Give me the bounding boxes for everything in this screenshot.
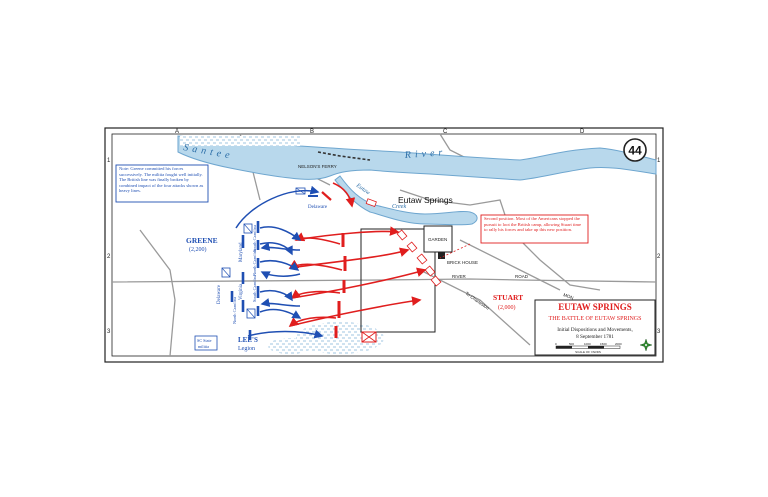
eutaw-creek [334,175,478,226]
grid-col-a: A [175,129,179,135]
label-delaware-left: Delaware [217,284,222,304]
label-virginia: Virginia [239,283,244,300]
scale-tick-0: 0 [555,342,557,346]
label-eutaw-springs: Eutaw Springs [398,195,453,205]
label-north-carolina-2: North Carolina [232,297,237,324]
grid-row-3-left: 3 [107,329,111,335]
label-delaware-top: Delaware [308,205,328,210]
label-eutaw-creek-2: Creek [392,204,406,210]
label-nelsons-ferry: NELSON'S FERRY [298,164,337,169]
label-brick-house: BRICK HOUSE [447,260,478,265]
label-river-road-2: ROAD [515,274,529,279]
label-legion: Legion [238,346,255,352]
label-garden: GARDEN [428,237,447,242]
note-box-red [480,214,589,244]
label-stuart: STUART [493,293,523,302]
scale-label: SCALE OF YARDS [575,350,601,354]
compass-icon [639,338,653,352]
grid-row-1-left: 1 [107,158,111,164]
santee-river [177,135,657,181]
label-north-carolina-1: North Carolina [252,249,257,276]
map-inner-frame [111,133,657,357]
label-stuart-strength: (2,000) [498,304,516,311]
marsh-top [180,136,300,146]
map-number-badge [623,138,647,162]
label-south-carolina-1: South Carolina [252,225,257,252]
grid-row-2-right: 2 [657,254,661,260]
legend-title: EUTAW SPRINGS [558,302,631,312]
scale-tick-3: 1500 [600,342,607,346]
british-skirmish-top [321,191,332,201]
legend-line4: 8 September 1781 [576,334,614,340]
label-river: River [403,147,446,161]
map-number: 44 [628,144,642,158]
label-lees: LEE'S [238,336,258,344]
grid-col-c: C [443,129,448,135]
sc-militia-box [194,335,218,351]
note-text-red: Second position. Most of the Americans s… [484,216,582,233]
scale-tick-2: 1000 [584,342,591,346]
american-arrows [235,185,324,339]
scale-bar [555,345,621,349]
british-unit-south [361,331,377,343]
scale-tick-1: 500 [569,342,574,346]
label-greene-strength: (2,200) [189,246,207,253]
label-sc-militia-2: militia [198,344,209,349]
label-south-carolina-2: South Carolina [252,275,257,302]
scale-tick-4: 2000 [615,342,622,346]
grid-row-2-left: 2 [107,254,111,260]
grid-col-d: D [580,129,585,135]
label-greene: GREENE [186,236,218,245]
grid-row-3-right: 3 [657,329,661,335]
label-sc-militia-1: SC State [197,338,212,343]
note-text-blue: Note: Greene committed his forces succes… [119,166,204,194]
marsh-south-2 [268,338,312,354]
label-maryland: Maryland [239,242,244,262]
nelsons-ferry-path [317,151,371,161]
label-monck: MON [563,292,575,300]
legend-line3: Initial Dispositions and Movements, [557,327,633,333]
grid-row-1-right: 1 [657,158,661,164]
brick-house [438,252,445,259]
grid-col-b: B [310,129,314,135]
label-river-road-1: RIVER [452,274,467,279]
legend-subtitle: THE BATTLE OF EUTAW SPRINGS [549,316,642,322]
garden [423,225,453,253]
note-box-blue [115,164,209,203]
